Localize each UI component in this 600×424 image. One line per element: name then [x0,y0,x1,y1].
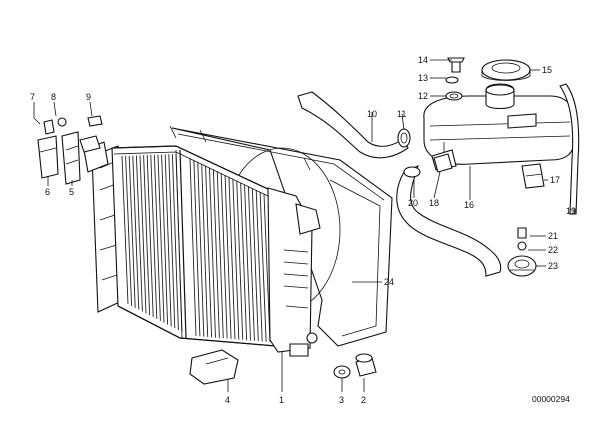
overflow-hose [559,83,580,215]
radiator-fin [128,155,136,308]
radiator [83,141,321,357]
radiator-fin [168,154,176,329]
radiator-fin [212,169,220,338]
tank-cap [481,59,531,81]
left-mounting-parts [33,101,103,186]
callout-13: 13 [418,73,428,83]
radiator-fin [161,154,169,325]
callout-7: 7 [30,92,35,102]
callout-3: 3 [339,395,344,405]
radiator-fin [171,154,179,331]
callout-20: 20 [408,198,418,208]
radiator-fin [150,154,158,319]
radiator-fin [143,155,151,316]
callout-10: 10 [367,109,377,119]
radiator-fins-right [189,157,271,343]
callout-17: 17 [550,175,560,185]
radiator-fin [220,173,228,339]
radiator-fin [209,167,216,338]
radiator-fin [157,154,165,323]
radiator-fin [255,190,263,342]
bottom-parts [189,349,377,385]
radiator-fin [240,182,248,341]
callout-21: 21 [548,231,558,241]
radiator-fin [228,176,236,340]
radiator-fin [135,155,143,312]
callout-23: 23 [548,261,558,271]
fan-shroud [169,125,393,347]
callout-19: 19 [566,206,576,216]
radiator-fin [216,171,224,339]
leader-lines [227,59,575,392]
radiator-fin [205,165,213,338]
callout-18: 18 [429,198,439,208]
radiator-fin [232,178,240,340]
callout-14: 14 [418,55,428,65]
radiator-fin [139,155,147,314]
callout-labels: 1 2 3 4 5 6 7 8 9 10 11 12 13 14 15 16 1… [30,55,576,405]
lower-hose [396,153,502,277]
tank-small-parts [445,57,465,101]
callout-12: 12 [418,91,428,101]
radiator-fin [153,154,161,321]
radiator-fin [236,180,244,340]
sensor-parts [507,227,537,277]
callout-2: 2 [361,395,366,405]
document-id: 00000294 [532,394,570,404]
radiator-fin [247,186,255,341]
radiator-fin [244,184,251,341]
radiator-fin [132,155,140,310]
radiator-fin [164,154,172,327]
radiator-fin [263,193,271,343]
callout-1: 1 [279,395,284,405]
radiator-fin [201,163,209,337]
radiator-fin [125,155,133,306]
callout-15: 15 [542,65,552,75]
callout-4: 4 [225,395,230,405]
radiator-fin [224,175,232,339]
upper-hose [297,91,409,159]
radiator-fin [146,155,154,318]
callout-8: 8 [51,92,56,102]
tank-bracket [521,163,545,189]
radiator-fin [193,159,201,337]
callout-11: 11 [397,109,406,119]
hose-clamp [397,128,411,148]
callout-16: 16 [464,200,474,210]
callout-5: 5 [69,187,74,197]
radiator-fin [189,157,197,337]
callout-6: 6 [45,187,50,197]
radiator-fin [251,188,259,342]
radiator-fin [121,155,129,305]
callout-9: 9 [86,92,91,102]
callout-22: 22 [548,245,558,255]
radiator-fin [197,161,205,337]
callout-24: 24 [384,277,394,287]
radiator-fin [259,192,267,342]
